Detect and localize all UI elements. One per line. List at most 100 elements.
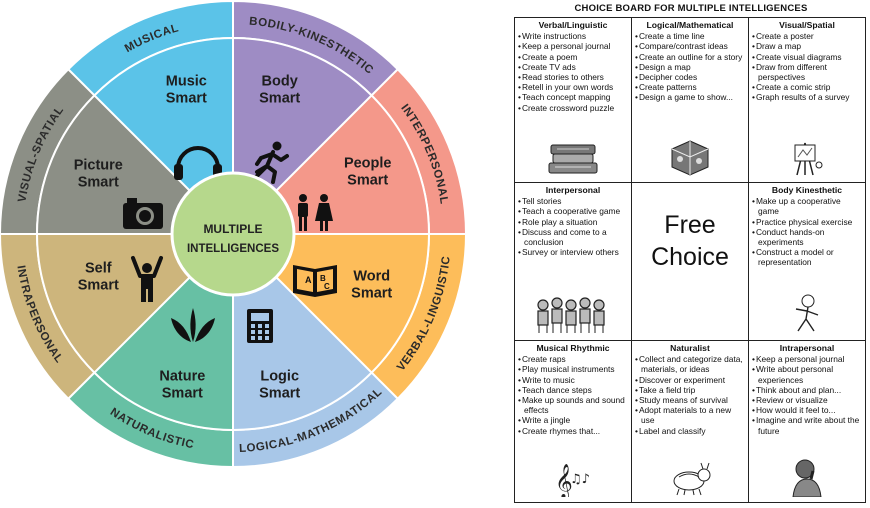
activity-list: Tell storiesTeach a cooperative gameRole… [518,196,628,257]
activity-item: Create crossword puzzle [518,103,628,113]
activity-item: Draw from different perspectives [752,62,862,82]
activity-item: Keep a personal journal [518,41,628,51]
activity-item: Create a poster [752,31,862,41]
cell-heading: Visual/Spatial [779,20,835,30]
activity-list: Create rapsPlay musical instrumentsWrite… [518,354,628,436]
person-arms-up-icon [131,256,163,302]
sector-label-verbal-linguistic-line2: Smart [351,286,392,302]
activity-item: Imagine and write about the future [752,415,862,435]
svg-text:C: C [324,282,330,291]
activity-item: Write a jingle [518,415,628,425]
cell-body-kinesthetic: Body KinestheticMake up a cooperative ga… [748,182,866,341]
activity-item: Write about personal experiences [752,364,862,384]
sector-label-bodily-kinesthetic-line2: Smart [259,90,300,106]
activity-item: Survey or interview others [518,247,628,257]
cell-heading: Intrapersonal [779,343,835,353]
sector-label-visual-spatial-line1: Picture [74,157,123,173]
thinker-icon [750,457,865,499]
activity-item: Think about and plan... [752,385,862,395]
sector-label-visual-spatial-line2: Smart [78,174,119,190]
activity-item: Discuss and come to a conclusion [518,227,628,247]
cell-heading: Interpersonal [545,185,601,195]
activity-item: Make up a cooperative game [752,196,862,216]
activity-item: Create TV ads [518,62,628,72]
activity-item: Play musical instruments [518,364,628,374]
sector-label-naturalistic-line1: Nature [159,369,205,385]
svg-text:B: B [320,274,326,283]
activity-item: Graph results of a survey [752,92,862,102]
cell-intrapersonal: IntrapersonalKeep a personal journalWrit… [748,340,866,503]
activity-item: Compare/contrast ideas [635,41,745,51]
center-circle [170,171,296,297]
bug-icon [633,461,748,499]
activity-list: Keep a personal journalWrite about perso… [752,354,862,436]
cell-heading: Verbal/Linguistic [538,20,608,30]
activity-item: Practice physical exercise [752,217,862,227]
calculator-icon [247,309,273,343]
sector-label-musical-line1: Music [166,73,207,89]
activity-list: Create a posterDraw a mapCreate visual d… [752,31,862,102]
cell-interpersonal: InterpersonalTell storiesTeach a coopera… [514,182,632,341]
cell-heading: Musical Rhythmic [536,343,610,353]
activity-item: Adopt materials to a new use [635,405,745,425]
sector-label-bodily-kinesthetic-line1: Body [262,73,298,89]
outer-ring [0,0,468,469]
free-choice-line1: Free [664,211,716,239]
cell-heading: Logical/Mathematical [646,20,734,30]
multiple-intelligences-wheel: MUSICALBODILY-KINESTHETICINTERPERSONALVE… [0,0,468,469]
cell-musical-rhythmic: Musical RhythmicCreate rapsPlay musical … [514,340,632,503]
activity-item: Draw a map [752,41,862,51]
sector-label-intrapersonal-line1: Self [85,261,112,277]
center-title-line2: INTELLIGENCES [187,243,279,255]
activity-item: Tell stories [518,196,628,206]
activity-item: Role play a situation [518,217,628,227]
cell-heading: Body Kinesthetic [771,185,843,195]
kids-group-icon [516,293,631,337]
svg-text:A: A [305,275,312,285]
activity-item: Create rhymes that... [518,426,628,436]
activity-item: Make up sounds and sound effects [518,395,628,415]
choice-board-title: CHOICE BOARD FOR MULTIPLE INTELLIGENCES [574,3,808,14]
books-stack-icon [516,137,631,179]
activity-item: Conduct hands-on experiments [752,227,862,247]
choice-board: Verbal/LinguisticWrite instructionsKeep … [514,17,866,503]
music-notes-icon: 𝄞♫♪ [516,459,631,500]
free-choice-line2: Choice [651,243,729,271]
activity-item: Design a game to show... [635,92,745,102]
activity-item: How would it feel to... [752,405,862,415]
activity-item: Write instructions [518,31,628,41]
svg-text:♫♪: ♫♪ [570,472,590,487]
stick-figure-icon [750,293,865,337]
plant-icon [171,308,215,342]
cell-visual-spatial: Visual/SpatialCreate a posterDraw a mapC… [748,17,866,183]
activity-item: Teach dance steps [518,385,628,395]
sector-label-naturalistic-line2: Smart [162,386,203,402]
sector-label-interpersonal-line1: People [344,155,392,171]
puzzle-cube-icon [633,137,748,179]
svg-text:𝄞: 𝄞 [555,464,573,497]
activity-item: Teach a cooperative game [518,206,628,216]
activity-item: Create a poem [518,52,628,62]
activity-item: Keep a personal journal [752,354,862,364]
runner-icon [253,141,289,184]
activity-item: Create visual diagrams [752,52,862,62]
activity-item: Create an outline for a story [635,52,745,62]
cell-verbal-linguistic: Verbal/LinguisticWrite instructionsKeep … [514,17,632,183]
sector-label-musical-line2: Smart [166,90,207,106]
sector-label-verbal-linguistic-line1: Word [353,269,390,285]
activity-item: Create raps [518,354,628,364]
sector-label-logical-mathematical-line1: Logic [260,369,299,385]
activity-item: Create a time line [635,31,745,41]
sector-label-intrapersonal-line2: Smart [78,278,119,294]
activity-item: Read stories to others [518,72,628,82]
center-title-line1: MULTIPLE [203,222,262,236]
activity-item: Label and classify [635,426,745,436]
activity-item: Decipher codes [635,72,745,82]
activity-item: Take a field trip [635,385,745,395]
activity-item: Collect and categorize data, materials, … [635,354,745,374]
activity-item: Write to music [518,375,628,385]
camera-icon [123,198,163,229]
activity-item: Retell in your own words [518,82,628,92]
